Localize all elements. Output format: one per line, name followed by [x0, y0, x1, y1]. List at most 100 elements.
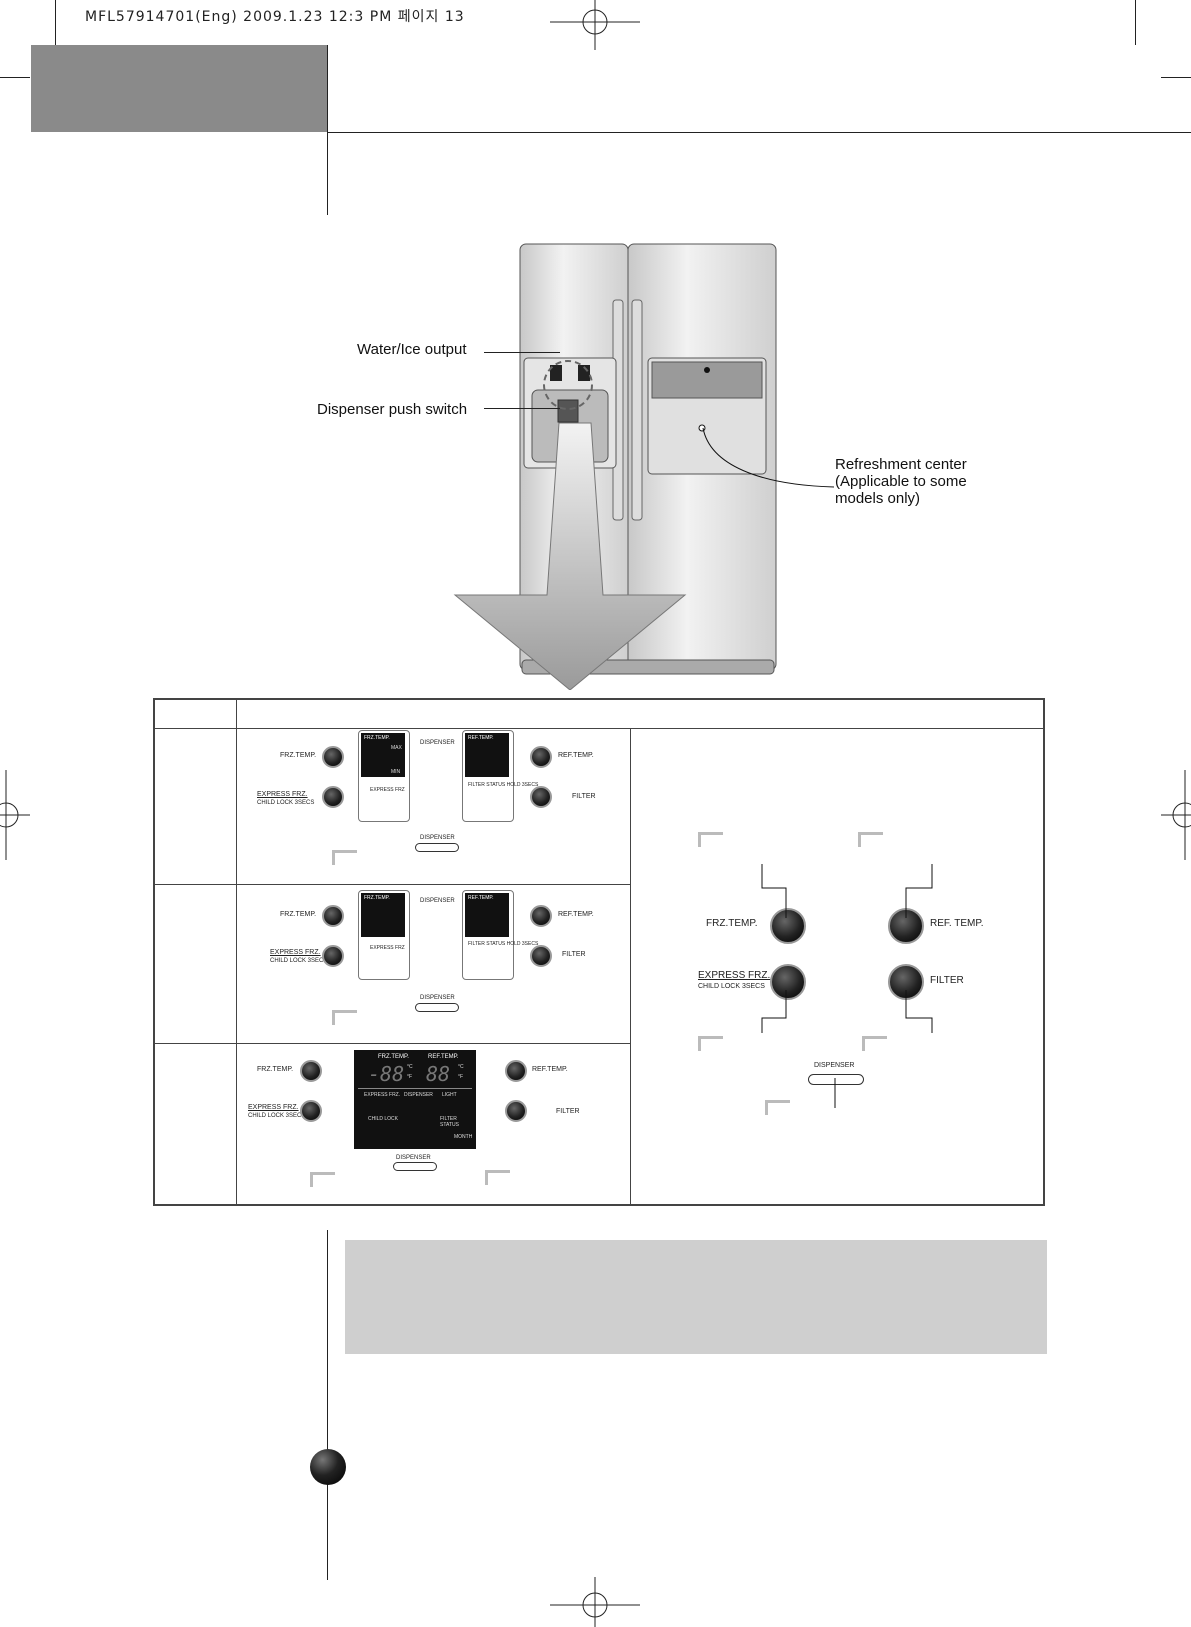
express-frz-button[interactable]	[300, 1100, 322, 1122]
registration-mark	[1161, 770, 1191, 860]
lower-vrule	[327, 1230, 328, 1580]
lcd-frame-frz	[358, 890, 410, 980]
page-marker	[310, 1449, 346, 1485]
dispenser-button-label: DISPENSER	[420, 835, 455, 841]
express-frz-button[interactable]	[322, 786, 344, 808]
express-frz-label: EXPRESS FRZ.	[257, 791, 308, 798]
frz-temp-button[interactable]	[300, 1060, 322, 1082]
detail-child-lock-label: CHILD LOCK 3SECS	[698, 983, 765, 990]
header-vrule	[327, 45, 328, 215]
lcd-frame-frz	[358, 730, 410, 822]
lcd-ref-label: REF.TEMP.	[468, 895, 494, 901]
lcd-frame-ref	[462, 730, 514, 822]
crop-mark	[0, 77, 30, 78]
lcd-dispenser-label: DISPENSER	[420, 898, 455, 904]
express-frz-button[interactable]	[322, 945, 344, 967]
filter-button[interactable]	[530, 945, 552, 967]
frz-temp-label: FRZ.TEMP.	[257, 1066, 294, 1073]
lcd-month-label: MONTH	[454, 1134, 473, 1140]
callout-line	[484, 408, 560, 409]
dispenser-push-switch-label: Dispenser push switch	[317, 401, 468, 418]
dispenser-button[interactable]	[415, 1003, 459, 1012]
bracket-mark	[858, 832, 883, 847]
lcd-ref-label: REF.TEMP.	[468, 735, 494, 741]
lcd-unit-f: °F	[407, 1074, 413, 1080]
dispenser-button[interactable]	[415, 843, 459, 852]
note-box	[345, 1240, 1047, 1354]
refreshment-center-line2: (Applicable to some	[835, 473, 967, 490]
lcd-min: MIN	[391, 769, 401, 775]
filter-button[interactable]	[505, 1100, 527, 1122]
detail-express-frz-label: EXPRESS FRZ.	[698, 970, 771, 981]
lcd-frz-label: FRZ.TEMP.	[378, 1054, 409, 1060]
frz-level-display: FRZ.TEMP.	[361, 893, 405, 937]
bracket-mark	[332, 1010, 357, 1025]
child-lock-label: CHILD LOCK 3SECS	[270, 958, 328, 964]
lcd-unit-c: °C	[458, 1064, 464, 1070]
filter-label: FILTER	[572, 793, 596, 800]
lcd-dispenser-label: DISPENSER	[404, 1092, 433, 1098]
detail-express-frz-button[interactable]	[770, 964, 806, 1000]
detail-dispenser-label: DISPENSER	[814, 1062, 855, 1069]
frz-temp-button[interactable]	[322, 905, 344, 927]
refrigerator-illustration	[453, 243, 777, 690]
bracket-mark	[310, 1172, 335, 1187]
water-ice-output-label: Water/Ice output	[357, 341, 467, 358]
frz-level-display: FRZ.TEMP. MAX MIN	[361, 733, 405, 777]
callout-curve	[702, 427, 835, 488]
lcd-express-label: EXPRESS FRZ	[370, 945, 405, 951]
crop-mark	[1135, 0, 1136, 45]
child-lock-label: CHILD LOCK 3SECS	[248, 1113, 306, 1119]
lcd-frz-label: FRZ.TEMP.	[364, 895, 390, 901]
crop-mark	[55, 0, 56, 45]
detail-filter-label: FILTER	[930, 975, 964, 986]
frz-temp-button[interactable]	[322, 746, 344, 768]
ref-level-display: REF.TEMP.	[465, 733, 509, 777]
bracket-mark	[765, 1100, 790, 1115]
bracket-mark	[332, 850, 357, 865]
ref-digits: 88	[426, 1062, 451, 1086]
filter-button[interactable]	[530, 786, 552, 808]
registration-mark	[0, 770, 30, 860]
ref-temp-label: REF.TEMP.	[558, 911, 594, 918]
detail-ref-temp-label: REF. TEMP.	[930, 918, 984, 929]
frz-temp-label: FRZ.TEMP.	[280, 752, 317, 759]
detail-frz-temp-button[interactable]	[770, 908, 806, 944]
frz-digits: -88	[368, 1062, 405, 1086]
refreshment-center-label: Refreshment center (Applicable to some m…	[835, 456, 967, 507]
bracket-mark	[698, 1036, 723, 1051]
registration-mark	[550, 1577, 640, 1627]
dispenser-button[interactable]	[393, 1162, 437, 1171]
detail-dispenser-button[interactable]	[808, 1074, 864, 1085]
table-col-rule	[236, 698, 237, 1206]
lcd-unit-f: °F	[458, 1074, 464, 1080]
lcd-frame-ref	[462, 890, 514, 980]
lcd-express-label: EXPRESS FRZ	[370, 787, 405, 793]
filter-label: FILTER	[562, 951, 586, 958]
dispenser-button-label: DISPENSER	[396, 1155, 431, 1161]
header-rule	[328, 132, 1191, 133]
child-lock-label: CHILD LOCK 3SECS	[257, 800, 315, 806]
crop-mark	[1161, 77, 1191, 78]
ref-temp-label: REF.TEMP.	[558, 752, 594, 759]
control-panel-table	[153, 698, 1045, 1206]
lcd-ref-label: REF.TEMP.	[428, 1054, 459, 1060]
dispenser-button-label: DISPENSER	[420, 995, 455, 1001]
ref-level-display: REF.TEMP.	[465, 893, 509, 937]
lcd-unit-c: °C	[407, 1064, 413, 1070]
lcd-frz-label: FRZ.TEMP.	[364, 735, 390, 741]
detail-connectors	[761, 864, 933, 1108]
ref-temp-button[interactable]	[530, 905, 552, 927]
filter-label: FILTER	[556, 1108, 580, 1115]
lcd-filter-label: FILTER STATUS HOLD 3SECS	[468, 941, 539, 947]
callout-line	[484, 352, 560, 353]
ref-temp-button[interactable]	[505, 1060, 527, 1082]
lcd-child-lock-label: CHILD LOCK	[368, 1116, 399, 1122]
bracket-mark	[698, 832, 723, 847]
lcd-express-label: EXPRESS FRZ.	[364, 1092, 401, 1098]
table-row-rule	[153, 884, 630, 885]
express-frz-label: EXPRESS FRZ.	[248, 1104, 299, 1111]
ref-temp-button[interactable]	[530, 746, 552, 768]
table-row-rule	[153, 1043, 630, 1044]
refreshment-center-line3: models only)	[835, 490, 921, 507]
